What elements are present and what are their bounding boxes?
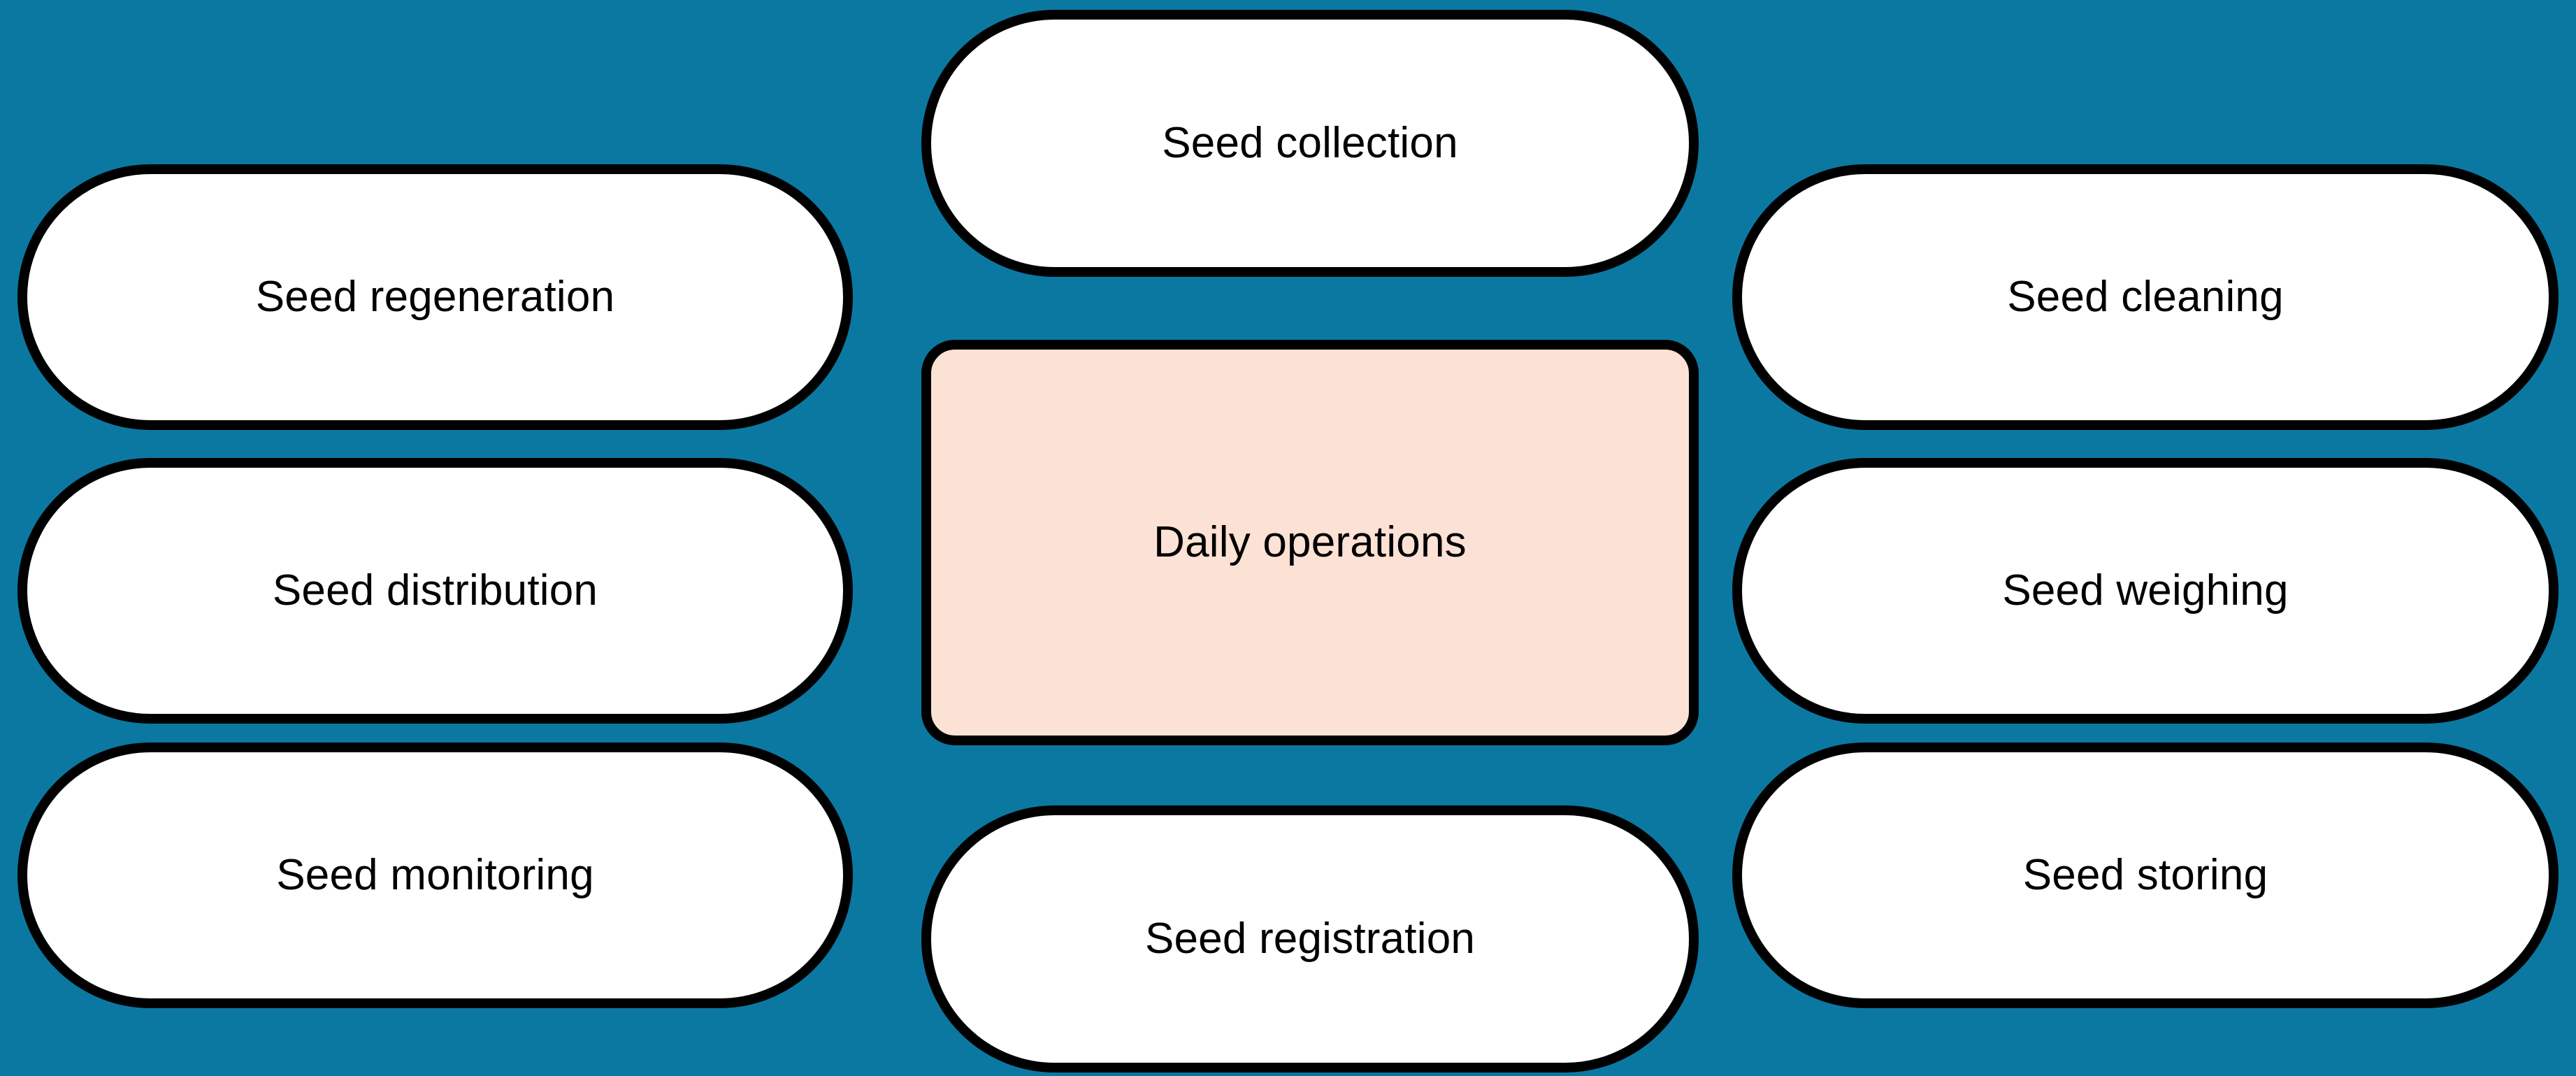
node-seed-storing[interactable]: Seed storing <box>1732 743 2559 1008</box>
node-label: Seed distribution <box>272 566 598 615</box>
node-seed-regeneration[interactable]: Seed regeneration <box>17 164 853 430</box>
node-seed-distribution[interactable]: Seed distribution <box>17 458 853 724</box>
node-label: Seed cleaning <box>2007 273 2284 322</box>
node-label: Daily operations <box>1153 518 1467 567</box>
node-label: Seed storing <box>2022 851 2268 900</box>
node-seed-monitoring[interactable]: Seed monitoring <box>17 743 853 1008</box>
node-seed-collection[interactable]: Seed collection <box>921 10 1699 277</box>
node-seed-weighing[interactable]: Seed weighing <box>1732 458 2559 724</box>
node-label: Seed monitoring <box>276 851 594 900</box>
node-seed-registration[interactable]: Seed registration <box>921 805 1699 1073</box>
node-label: Seed regeneration <box>255 273 615 322</box>
node-seed-cleaning[interactable]: Seed cleaning <box>1732 164 2559 430</box>
node-label: Seed weighing <box>2002 566 2289 615</box>
node-label: Seed collection <box>1162 119 1458 168</box>
node-label: Seed registration <box>1144 914 1476 963</box>
node-daily-operations[interactable]: Daily operations <box>921 340 1699 745</box>
